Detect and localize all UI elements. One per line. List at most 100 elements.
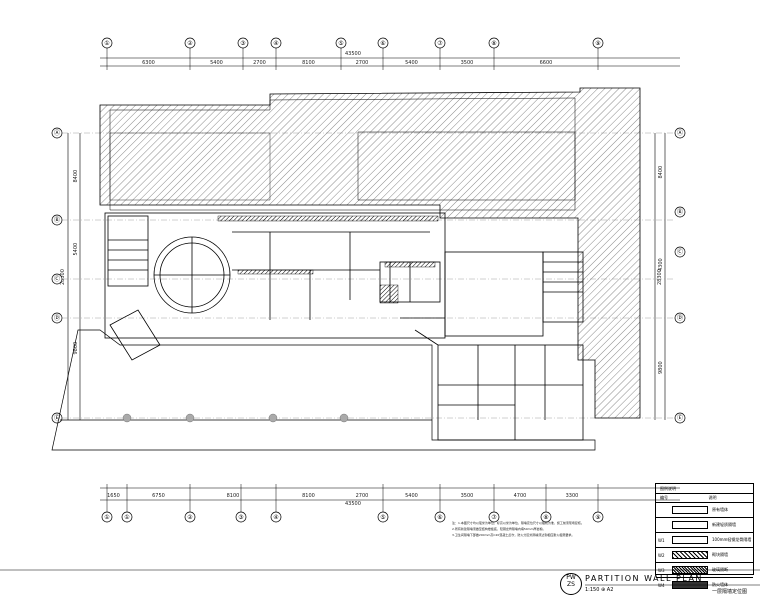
drawing-title: PARTITION WALL PLAN (585, 574, 703, 583)
grid-marker-bottom: ⑤ (377, 511, 389, 523)
grid-label: ⑨ (595, 40, 600, 47)
dimension-label: 9800 (658, 361, 664, 374)
grid-label: ② (187, 40, 193, 47)
grid-label: Ⓒ (54, 275, 60, 283)
dimension-label: 5400 (405, 493, 418, 499)
dimension-label: 8400 (73, 170, 79, 183)
badge-top: PW (566, 574, 576, 581)
legend-row: 新建轻质隔墙 (656, 518, 753, 533)
grid-label: ③ (240, 40, 245, 47)
legend-header: 编号 说明 (656, 494, 753, 503)
grid-marker-right: Ⓐ (674, 127, 686, 139)
drawing-notes: 注：1.本图尺寸均以毫米为单位，标高以米为单位，隔墙定位尺寸以轴线为准，施工前须… (452, 520, 664, 538)
legend-row: 原有墙体 (656, 503, 753, 518)
left-grid-markers: Ⓐ Ⓑ Ⓒ Ⓓ Ⓔ (51, 127, 63, 424)
legend-desc: 原有墙体 (712, 507, 728, 512)
dimension-label: 2700 (253, 60, 266, 66)
dimension-label: 5400 (73, 243, 79, 256)
dimension-label: 5400 (210, 60, 223, 66)
existing-roof-area (99, 87, 641, 419)
dimension-label: 6750 (152, 493, 165, 499)
dimension-label: 3500 (461, 60, 474, 66)
legend-swatch (672, 551, 708, 559)
drawing-badge: PW ZS (560, 573, 582, 595)
dimension-label: 5400 (405, 60, 418, 66)
sheet-ref: A2 (606, 587, 614, 593)
grid-marker-right: Ⓔ (674, 412, 686, 424)
grid-label: Ⓐ (54, 129, 60, 137)
drawing-scale: 1:150 ⊕ A2 (585, 587, 614, 593)
note-line: 2.所有新建隔墙须做至结构楼板底，轻钢龙骨隔墙内填50mm厚岩棉。 (452, 527, 546, 531)
dimension-label: 9800 (73, 342, 79, 355)
grid-label: Ⓔ (54, 414, 60, 422)
grid-marker-top: ⑦ (434, 37, 446, 49)
right-total-dimension: 28300 (657, 269, 663, 285)
legend-swatch (672, 521, 708, 529)
grid-label: Ⓒ (677, 248, 683, 256)
dimension-label: 4300 (658, 258, 664, 271)
dimension-label: 1650 (107, 493, 120, 499)
legend-col-desc: 说明 (708, 495, 717, 500)
dimension-label: 2700 (356, 493, 369, 499)
grid-label: ⑧ (543, 514, 548, 521)
legend-code: W1 (658, 537, 665, 543)
grid-label: ① (104, 40, 109, 47)
grid-marker-top: ⑧ (488, 37, 500, 49)
grid-label: ② (187, 514, 193, 521)
side-dimension-chains (67, 133, 666, 420)
column-markers (122, 413, 349, 423)
grid-label: ① (104, 514, 109, 521)
dimension-label: 3300 (566, 493, 579, 499)
grid-marker-right: Ⓓ (674, 312, 686, 324)
grid-label: Ⓓ (54, 314, 60, 322)
top-total-dimension: 43500 (345, 51, 361, 57)
bottom-dimension-labels: 1650 6750 8100 8100 2700 5400 3500 4700 3300 (107, 493, 578, 499)
sheet-name: 一层隔墙定位图 (712, 589, 748, 595)
dimension-label: 3500 (461, 493, 474, 499)
terrace-outline (51, 329, 596, 451)
dimension-label: 6300 (142, 60, 155, 66)
legend-title: 图例说明 (656, 484, 753, 494)
note-line: 3.卫生间隔墙下部做200mm高C20混凝土反坎，防火分区处隔墙须达到相应耐火极… (452, 533, 575, 537)
dimension-label: 2700 (356, 60, 369, 66)
legend-swatch (672, 506, 708, 514)
dimension-label: 4700 (514, 493, 527, 499)
left-dimension-labels: 8400 5400 9800 (73, 170, 79, 355)
legend-desc: 新建轻质隔墙 (712, 522, 736, 527)
dimension-label: 8100 (302, 493, 315, 499)
new-partition-walls (217, 215, 439, 304)
grid-label: ③ (238, 514, 243, 521)
left-total-dimension: 28300 (60, 269, 66, 285)
note-line: 注：1.本图尺寸均以毫米为单位，标高以米为单位，隔墙定位尺寸以轴线为准，施工前须… (452, 521, 584, 525)
dimension-label: 8100 (302, 60, 315, 66)
grid-label: Ⓑ (677, 208, 683, 216)
dimension-label: 8100 (227, 493, 240, 499)
legend-row: W2 砌块隔墙 (656, 548, 753, 563)
grid-marker-right: Ⓑ (674, 206, 686, 218)
top-dimension-labels: 6300 5400 2700 8100 2700 5400 3500 6600 (142, 60, 552, 66)
legend-code: W2 (658, 552, 665, 558)
grid-label: ⑤ (380, 514, 385, 521)
legend-desc: 砌块隔墙 (712, 552, 728, 557)
grid-marker-top: ⑤ (335, 37, 347, 49)
grid-label: Ⓑ (54, 216, 60, 224)
dimension-label: 6600 (540, 60, 553, 66)
legend-desc: 防火墙体 (712, 582, 728, 587)
grid-label: ④ (273, 40, 278, 47)
grid-label: ④ (273, 514, 278, 521)
bottom-dimension-chain (100, 487, 680, 501)
legend-swatch (672, 536, 708, 544)
grid-label: Ⓓ (677, 314, 683, 322)
grid-label: ① (124, 514, 129, 521)
grid-label: ⑧ (491, 40, 496, 47)
legend-desc: 玻璃隔断 (712, 567, 728, 572)
right-grid-markers: Ⓐ Ⓑ Ⓒ Ⓓ Ⓔ (674, 127, 686, 424)
grid-label: ⑥ (380, 40, 385, 47)
grid-label: ⑦ (491, 514, 497, 521)
bottom-total-dimension: 43500 (345, 501, 361, 507)
grid-label: Ⓔ (677, 414, 683, 422)
